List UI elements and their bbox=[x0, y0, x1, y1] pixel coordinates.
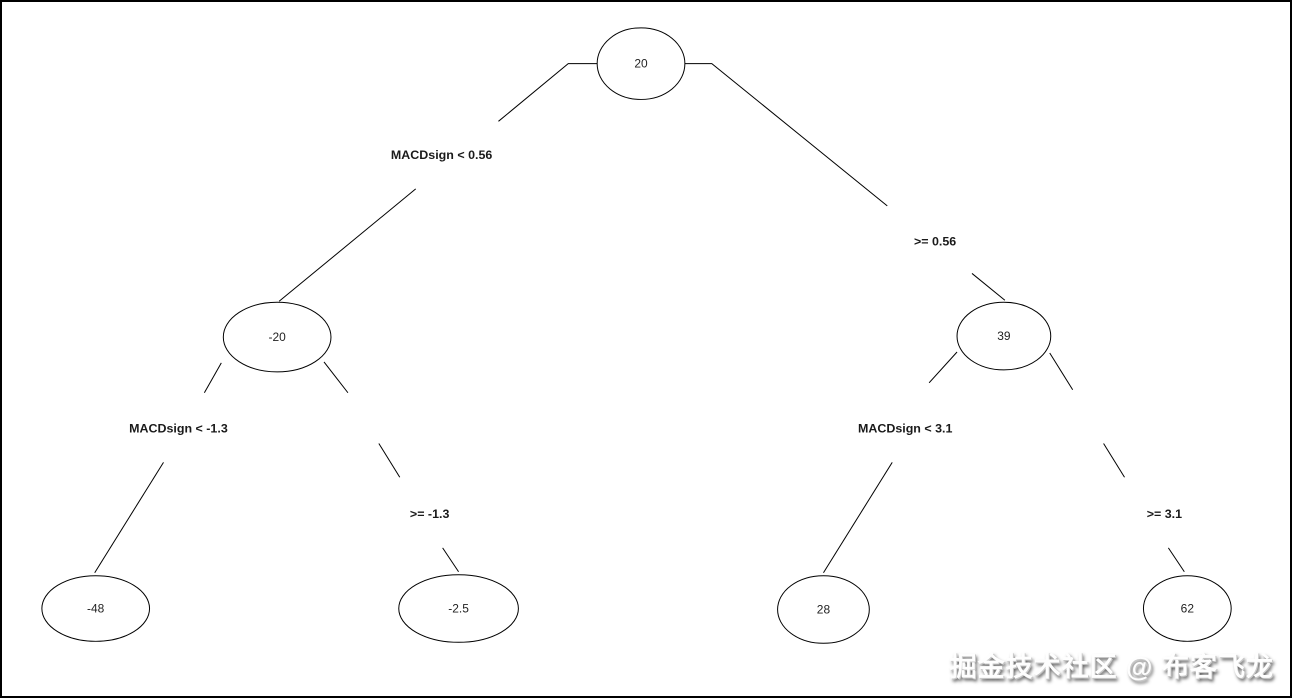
node-value: 28 bbox=[817, 602, 831, 616]
node-value: -20 bbox=[269, 330, 287, 344]
split-label-root-right: >= 0.56 bbox=[914, 235, 956, 249]
node-ellipse bbox=[777, 575, 870, 644]
node-value: 20 bbox=[634, 57, 648, 71]
node-ellipse bbox=[222, 301, 332, 373]
tree-leaf-ll: -48 bbox=[41, 575, 151, 642]
node-value: -48 bbox=[87, 601, 105, 615]
node-value: 62 bbox=[1181, 601, 1195, 615]
node-value: 39 bbox=[997, 329, 1011, 343]
node-ellipse bbox=[956, 301, 1052, 371]
node-ellipse bbox=[1142, 575, 1232, 642]
edge-right-left bbox=[823, 351, 958, 573]
tree-node-root: 20 bbox=[596, 27, 686, 100]
edge-root-left bbox=[278, 63, 598, 302]
watermark: 掘金技术社区 @ 布客飞龙 bbox=[949, 652, 1274, 682]
node-ellipse bbox=[398, 574, 519, 643]
tree-node-right: 39 bbox=[956, 301, 1052, 371]
split-label-right-left: MACDsign < 3.1 bbox=[858, 422, 953, 436]
split-label-right-right: >= 3.1 bbox=[1147, 507, 1182, 521]
node-ellipse bbox=[41, 575, 151, 642]
split-label-left-left: MACDsign < -1.3 bbox=[129, 422, 228, 436]
tree-leaf-rl: 28 bbox=[777, 575, 870, 644]
split-label-left-right: >= -1.3 bbox=[410, 507, 450, 521]
edge-right-right bbox=[1049, 352, 1185, 572]
node-value: -2.5 bbox=[448, 601, 469, 615]
node-ellipse bbox=[596, 27, 686, 100]
edge-root-right bbox=[684, 63, 1006, 301]
tree-leaf-rr: 62 bbox=[1142, 575, 1232, 642]
edge-left-right bbox=[323, 361, 459, 572]
split-label-root-left: MACDsign < 0.56 bbox=[391, 148, 492, 162]
edge-left-left bbox=[94, 362, 222, 573]
tree-node-left: -20 bbox=[222, 301, 332, 373]
tree-leaf-lr: -2.5 bbox=[398, 574, 519, 643]
